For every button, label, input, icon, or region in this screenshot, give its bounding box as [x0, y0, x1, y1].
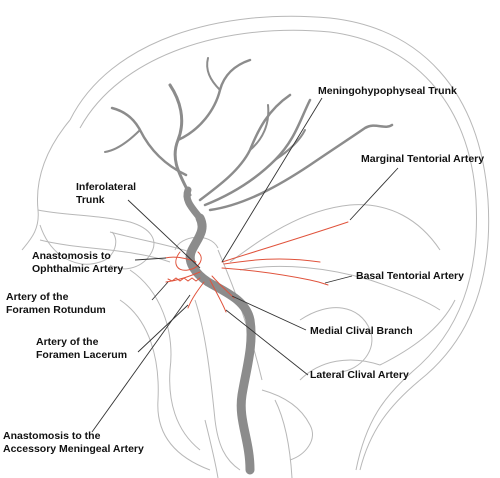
- label-inferolateral-trunk-line1: Inferolateral: [76, 181, 137, 193]
- label-anastomosis-accessory-line1: Anastomosis to the: [3, 430, 101, 442]
- occipital-inner: [379, 299, 456, 366]
- label-anastomosis-accessory-line2: Accessory Meningeal Artery: [3, 443, 144, 455]
- foramen-rotundum-branch-wavy: [167, 277, 201, 282]
- vertebra-contour: [261, 389, 313, 461]
- lateral-clival-branch: [209, 279, 227, 313]
- frontal-contour: [21, 119, 71, 251]
- leader-lateral-clival: [225, 309, 309, 376]
- basal-tentorial-branch-2: [223, 258, 321, 265]
- cerebral-branch-2: [110, 106, 188, 177]
- petrous-ridge: [239, 265, 441, 311]
- label-marginal-tentorial-artery: Marginal Tentorial Artery: [361, 153, 485, 165]
- skull-outline: [21, 15, 490, 478]
- internal-carotid-artery: [185, 213, 256, 475]
- cervical-contour-right: [274, 399, 293, 478]
- leader-anastomosis-ophthalmic: [134, 257, 167, 261]
- label-anastomosis-ophthalmic: Anastomosis to Ophthalmic Artery: [32, 250, 123, 276]
- label-artery-foramen-lacerum-line2: Foramen Lacerum: [36, 349, 128, 361]
- pterygoid-contour: [194, 299, 241, 471]
- inferolateral-trunk-loop: [175, 251, 202, 271]
- label-artery-foramen-rotundum: Artery of the Foramen Rotundum: [6, 291, 106, 317]
- label-medial-clival-branch: Medial Clival Branch: [310, 325, 413, 337]
- label-lateral-clival-artery: Lateral Clival Artery: [310, 369, 409, 381]
- label-anastomosis-accessory-meningeal: Anastomosis to the Accessory Meningeal A…: [3, 430, 144, 456]
- leader-basal-tentorial: [324, 275, 353, 284]
- label-artery-foramen-lacerum-line1: Artery of the: [36, 336, 99, 348]
- ophthalmic-anastomosis-branch: [164, 256, 197, 263]
- leader-inferolateral: [127, 199, 201, 269]
- skull-inner-contour: [79, 29, 477, 471]
- label-meningohypophyseal-trunk: Meningohypophyseal Trunk: [318, 85, 457, 97]
- face-contour: [37, 209, 155, 270]
- label-artery-foramen-rotundum-line1: Artery of the: [6, 291, 69, 303]
- carotid-artery-tree: [104, 57, 394, 475]
- cranial-base-front: [109, 231, 191, 253]
- cerebral-branch-9: [206, 57, 221, 91]
- meningeal-branches: [164, 221, 349, 313]
- mandible-contour: [119, 299, 211, 471]
- cerebral-branch-3: [176, 58, 252, 142]
- cerebral-branch-5: [203, 98, 312, 207]
- label-anastomosis-ophthalmic-line1: Anastomosis to: [32, 250, 111, 262]
- maxilla-contour: [129, 269, 201, 451]
- leader-marginal-tentorial: [349, 167, 399, 221]
- foramen-rotundum-branch: [165, 271, 201, 283]
- orbit-contour: [39, 224, 117, 265]
- cerebral-branch-8: [104, 129, 141, 153]
- leader-lines: [91, 97, 399, 433]
- label-artery-foramen-rotundum-line2: Foramen Rotundum: [6, 304, 106, 316]
- marginal-tentorial-branch: [221, 221, 349, 263]
- cranial-base-mid: [229, 204, 441, 263]
- label-basal-tentorial-artery: Basal Tentorial Artery: [356, 270, 464, 282]
- leader-anastomosis-accessory: [91, 294, 191, 433]
- leader-foramen-rotundum: [151, 281, 169, 301]
- leader-meningohypophyseal: [221, 97, 323, 263]
- mastoid-contour: [299, 307, 373, 373]
- basal-tentorial-branch: [221, 267, 329, 286]
- foramen-magnum-contour: [299, 359, 381, 381]
- cervical-contour-left: [204, 419, 219, 478]
- label-inferolateral-trunk: Inferolateral Trunk: [76, 181, 136, 207]
- leader-medial-clival: [231, 295, 307, 331]
- cerebral-branch-6: [208, 123, 394, 212]
- foramen-lacerum-branch: [187, 281, 205, 309]
- leader-foramen-lacerum: [137, 304, 189, 353]
- label-artery-foramen-lacerum: Artery of the Foramen Lacerum: [36, 336, 127, 362]
- zygoma-contour: [39, 239, 171, 263]
- label-anastomosis-ophthalmic-line2: Ophthalmic Artery: [32, 263, 124, 275]
- skull-outer-contour: [69, 15, 490, 471]
- cerebral-branch-7: [249, 104, 270, 151]
- label-inferolateral-trunk-line2: Trunk: [76, 194, 105, 206]
